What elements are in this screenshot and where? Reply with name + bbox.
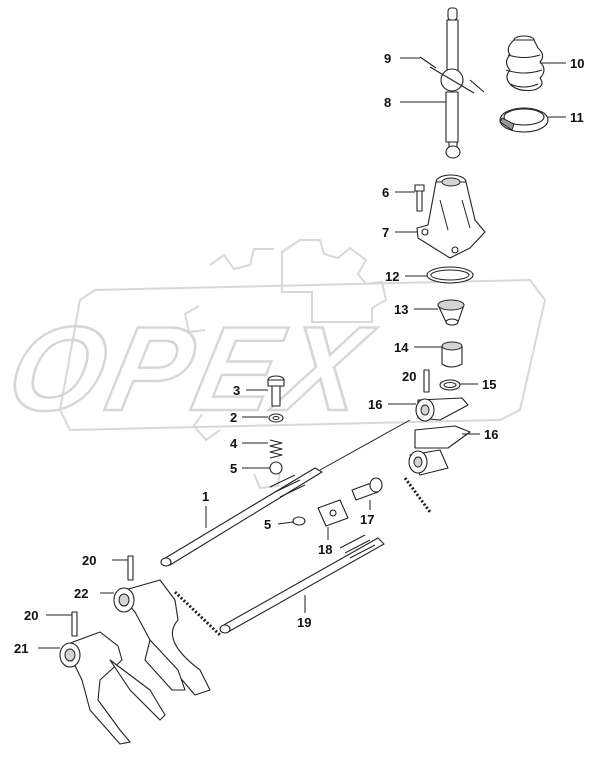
callout-leaders [38,57,566,649]
bolt-part-6 [414,184,425,212]
shift-fork-part-21 [59,631,166,745]
bushing-part-13 [437,299,465,326]
callout-20-upper: 20 [402,369,416,384]
callout-6: 6 [382,185,389,200]
callout-16-lower: 16 [484,427,498,442]
callout-17: 17 [360,512,374,527]
sleeve-part-14 [441,341,463,368]
callout-5-upper: 5 [230,461,237,476]
shift-block-part-16-upper [415,397,469,422]
roll-pin-part-20-lower [71,611,78,637]
callout-labels: 9 8 10 11 6 7 12 13 14 15 20 16 16 3 2 4… [14,51,584,656]
pin-part-17 [351,477,383,501]
callout-20-lower: 20 [24,608,38,623]
shift-fork-part-22 [113,579,222,696]
callout-10: 10 [570,56,584,71]
callout-20-middle: 20 [82,553,96,568]
shift-block-part-16-lower [408,425,471,476]
shift-rod-part-19 [219,477,432,634]
callout-12: 12 [385,269,399,284]
washer-part-2 [268,413,284,423]
ball-part-5-upper [269,461,283,475]
callout-8: 8 [384,95,391,110]
spring-part-4 [269,439,283,459]
callout-3: 3 [233,383,240,398]
opex-watermark-logo: OPEX [0,239,547,490]
o-ring-part-12 [426,266,474,284]
roll-pin-part-20-upper [423,369,430,393]
roll-pin-part-20-middle [127,555,134,581]
callout-22: 22 [74,586,88,601]
callout-21: 21 [14,641,28,656]
ball-part-5-lower [292,516,306,526]
plate-part-18 [317,499,349,527]
shift-rod-part-1 [160,419,411,567]
callout-14: 14 [394,340,409,355]
snap-ring-part-15 [439,379,461,391]
clamp-part-11 [499,107,549,133]
rubber-boot-part-10 [505,35,545,92]
pin-part-9 [419,56,485,93]
callout-11: 11 [570,110,584,125]
callout-16-upper: 16 [368,397,382,412]
callout-7: 7 [382,225,389,240]
watermark-text: OPEX [0,301,383,435]
screw-part-3 [267,375,285,407]
callout-2: 2 [230,410,237,425]
gear-lever-part-8 [429,7,475,159]
shift-housing-part-7 [416,174,486,259]
callout-13: 13 [394,302,408,317]
callout-18: 18 [318,542,332,557]
callout-4: 4 [230,436,238,451]
callout-5-lower: 5 [264,517,271,532]
callout-19: 19 [297,615,311,630]
callout-1: 1 [202,489,209,504]
callout-9: 9 [384,51,391,66]
callout-15: 15 [482,377,496,392]
